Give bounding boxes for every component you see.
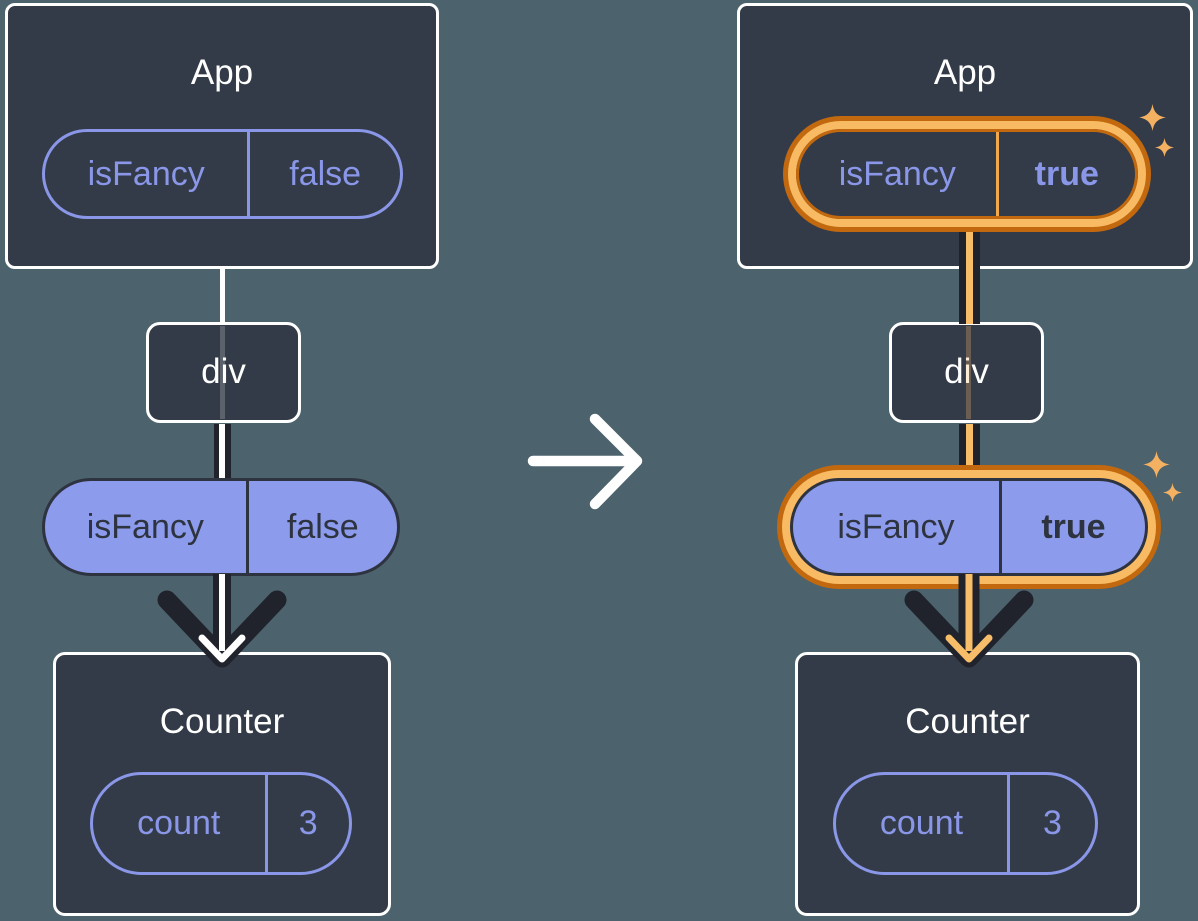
prop-flow-arrow-icon-before	[157, 574, 287, 668]
sparkle-large-icon	[1139, 104, 1166, 131]
app-state-pill-after: isFancy true	[796, 129, 1138, 219]
counter-node-title-after: Counter	[905, 702, 1030, 741]
app-node-title-before: App	[190, 53, 254, 92]
counter-state-pill-after: count 3	[833, 772, 1098, 875]
state-value-label: true	[995, 132, 1135, 216]
prop-pill-after: isFancy true	[790, 478, 1148, 576]
div-node-label-after: div	[944, 352, 989, 391]
div-node-after	[889, 322, 1044, 423]
counter-node-title-before: Counter	[159, 702, 285, 741]
connector-app-to-div-core-after	[965, 228, 973, 324]
prop-pill-before: isFancy false	[42, 478, 400, 576]
prop-name-label: isFancy	[837, 507, 955, 546]
sparkle-small-icon	[1155, 138, 1174, 157]
state-name-label: isFancy	[838, 154, 956, 193]
prop-flow-arrow-icon-after	[904, 574, 1034, 668]
state-name-label: isFancy	[87, 154, 205, 193]
prop-value-label: false	[245, 481, 397, 573]
app-state-pill-before: isFancy false	[42, 129, 403, 219]
div-node-label-before: div	[201, 352, 246, 391]
sparkle-large-icon	[1143, 451, 1170, 478]
div-node-before	[146, 322, 301, 423]
prop-name-label: isFancy	[86, 507, 204, 546]
state-value-label: 3	[1006, 775, 1095, 872]
app-node-title-after: App	[933, 53, 997, 92]
connector-div-to-pill-core-after	[965, 424, 973, 480]
connector-app-to-div-before	[219, 266, 225, 324]
prop-value-label: true	[998, 481, 1145, 573]
state-name-label: count	[879, 804, 964, 842]
sparkle-small-icon	[1163, 483, 1182, 502]
transition-arrow-icon	[527, 413, 643, 510]
div-node-passthrough-line-before	[219, 326, 225, 419]
state-value-label: 3	[264, 775, 349, 872]
state-value-label: false	[247, 132, 400, 216]
connector-div-to-pill-core-before	[219, 424, 225, 480]
state-name-label: count	[137, 804, 221, 842]
counter-state-pill-before: count 3	[90, 772, 352, 875]
div-node-passthrough-line-after	[966, 326, 971, 419]
